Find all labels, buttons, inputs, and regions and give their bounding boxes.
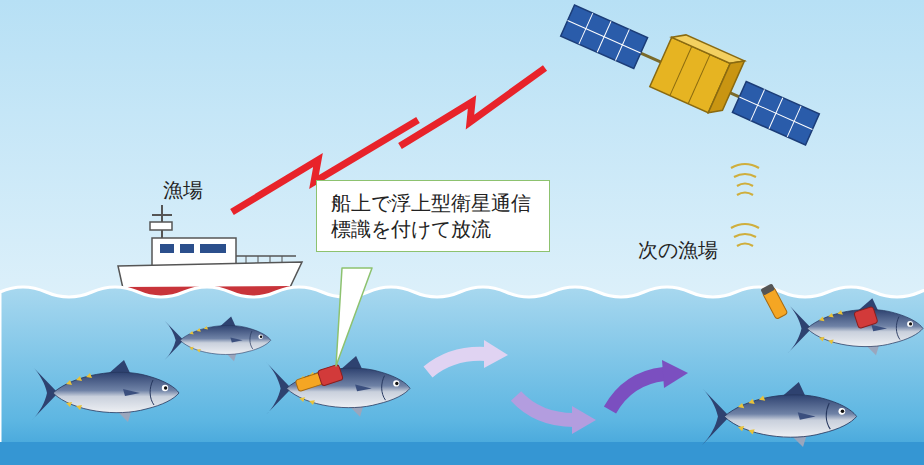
floating-tag [760, 283, 787, 319]
place-label: 次の漁場 [638, 238, 718, 262]
callout-text: 船上で浮上型衛星通信 標識を付けて放流 [331, 190, 535, 242]
signal-waves [731, 164, 759, 246]
movement-arrows [428, 340, 688, 434]
sea [0, 287, 924, 465]
satellite [557, 0, 827, 154]
sea-floor-band [0, 442, 924, 465]
callout-box: 船上で浮上型衛星通信 標識を付けて放流 [316, 180, 550, 252]
tuna-fish [32, 298, 923, 447]
satellite-tag [295, 364, 344, 393]
place-label: 漁場 [163, 178, 203, 202]
callout-pointer [336, 268, 372, 366]
satellite-tag [854, 306, 878, 328]
